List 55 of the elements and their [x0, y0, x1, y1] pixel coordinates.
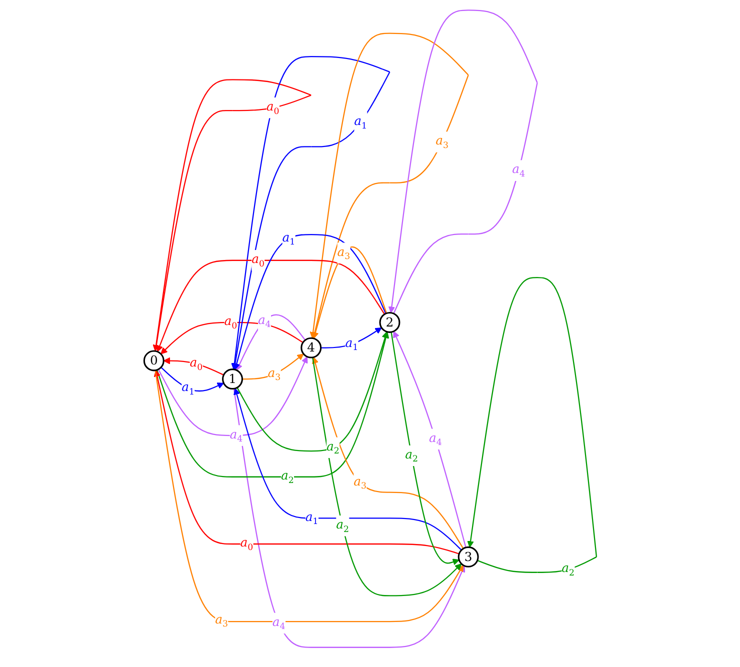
edge-label: a$_{3}$ [214, 611, 228, 628]
edge-label: a$_{2}$ [280, 468, 294, 485]
arrow [154, 370, 464, 622]
edge-label: a$_{2}$ [404, 446, 418, 464]
arrow [160, 321, 303, 354]
node-circle: 3 [457, 546, 478, 567]
edge-label: a$_{3}$ [336, 244, 350, 261]
node-circle: 1 [222, 368, 243, 390]
arrow [388, 9, 538, 314]
arrow [320, 326, 382, 348]
arrow [160, 366, 224, 392]
arrow [158, 356, 308, 436]
edge-label: a$_{3}$ [267, 364, 280, 382]
edge-label: a$_{0}$ [251, 251, 264, 268]
arrow [154, 369, 459, 554]
arrow [390, 332, 460, 565]
arrow [236, 314, 306, 370]
arrow [242, 353, 304, 380]
edge-label: a$_{4}$ [428, 430, 442, 447]
arrow [152, 78, 311, 351]
arrow [232, 388, 465, 648]
edge-label: a$_{4}$ [258, 312, 270, 329]
node-circle: 0 [143, 350, 164, 371]
edge-label: a$_{0}$ [266, 98, 279, 116]
edge-label: a$_{1}$ [305, 508, 318, 526]
arrow [466, 276, 597, 572]
arrow [162, 356, 224, 375]
edge-label: a$_{1}$ [354, 113, 367, 130]
edge-label: a$_{3}$ [435, 132, 448, 150]
edge-label: a$_{1}$ [282, 229, 295, 246]
edge-label: a$_{0}$ [240, 534, 253, 552]
arrow [156, 259, 385, 352]
edge-label: a$_{2}$ [561, 560, 574, 578]
edge-label: a$_{2}$ [326, 438, 339, 456]
edge-label: a$_{4}$ [229, 426, 242, 444]
edge-label: a$_{3}$ [353, 473, 366, 490]
arrow [392, 330, 466, 548]
arrow [309, 32, 468, 338]
node-circle: 4 [300, 336, 322, 358]
arrow [312, 356, 464, 548]
edge-label: a$_{1}$ [181, 379, 194, 396]
edge-label: a$_{4}$ [512, 161, 525, 178]
edge-label: a$_{0}$ [224, 313, 237, 330]
arrow [233, 233, 386, 370]
arrow [230, 55, 390, 370]
arrow [312, 356, 462, 596]
arrow [236, 330, 388, 452]
arrow [233, 388, 462, 550]
edge-label: a$_{0}$ [189, 354, 202, 372]
edge-label: a$_{2}$ [336, 516, 349, 534]
node-circle: 2 [378, 312, 400, 332]
edge-label: a$_{1}$ [344, 334, 358, 352]
arrow [156, 331, 389, 477]
edge-label: a$_{4}$ [272, 614, 285, 631]
arrow [312, 246, 387, 338]
